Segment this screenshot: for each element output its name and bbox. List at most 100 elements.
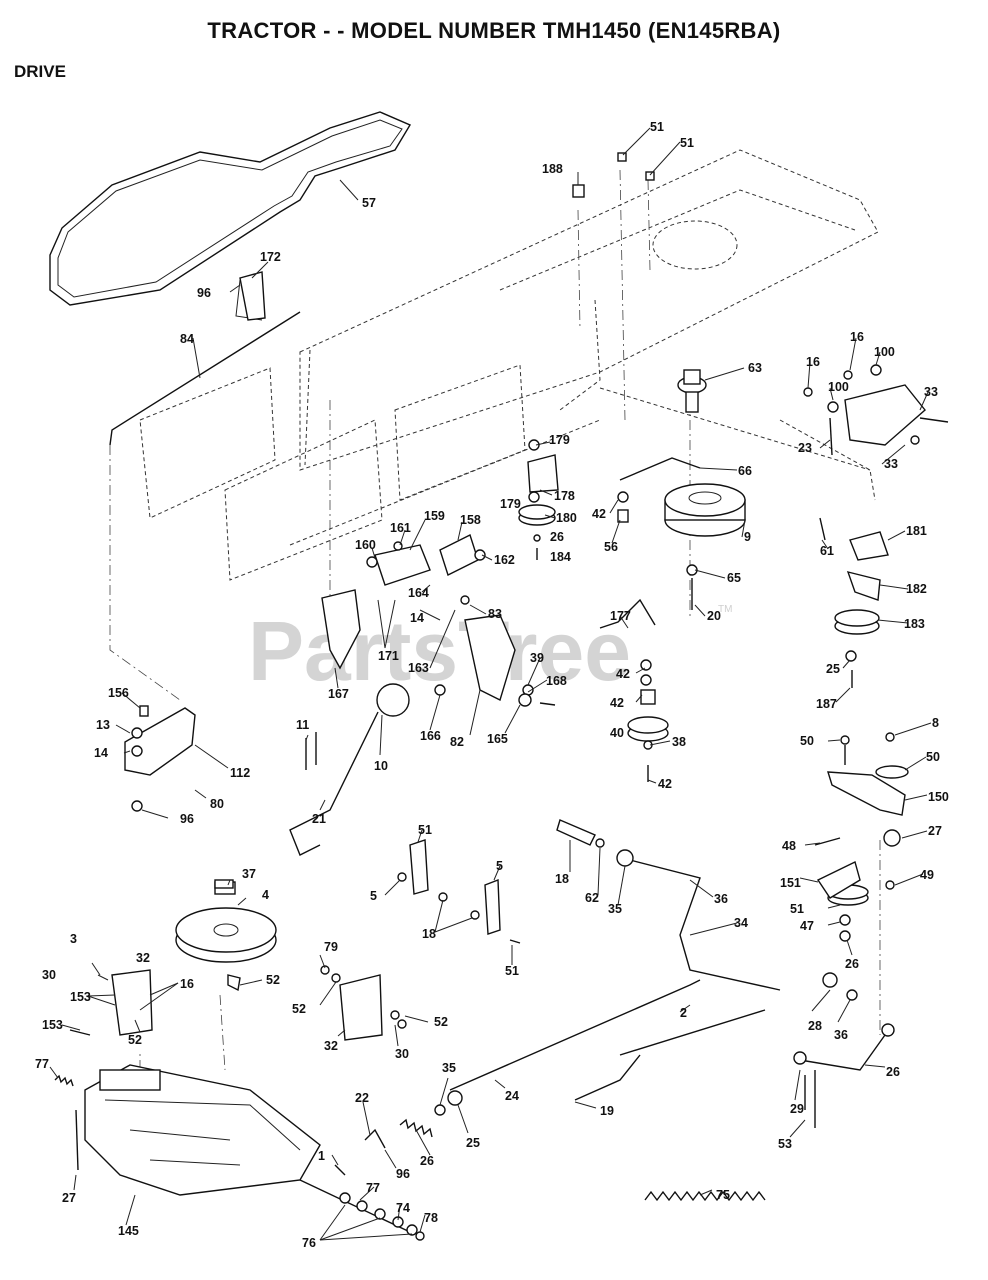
bracket-5a [409, 839, 429, 895]
callout-label: 21 [312, 812, 326, 826]
callout-label: 158 [460, 513, 481, 527]
callout-label: 19 [600, 1104, 614, 1118]
watermark-text: PartsTree [248, 604, 631, 698]
callout-label: 42 [616, 667, 630, 681]
callout-label: 96 [180, 812, 194, 826]
callout-label: 40 [610, 726, 624, 740]
bracket-49 [816, 861, 861, 899]
callout-label: 165 [487, 732, 508, 746]
transaxle [84, 1064, 321, 1196]
callout-label: 179 [500, 497, 521, 511]
callout-label: 150 [928, 790, 949, 804]
bracket-30b [339, 974, 383, 1041]
small-hardware [69, 152, 949, 1241]
callout-label: 47 [800, 919, 814, 933]
callout-label: 49 [920, 868, 934, 882]
callout-label: 112 [230, 766, 250, 780]
callout-label: 168 [546, 674, 567, 688]
spring-2 [54, 1074, 74, 1087]
bracket-100 [844, 384, 926, 446]
callout-label: 57 [362, 196, 376, 210]
callout-label: 25 [826, 662, 840, 676]
callout-label: 100 [874, 345, 895, 359]
callout-label: 179 [549, 433, 570, 447]
idler-pulley-180 [518, 504, 556, 526]
bracket-167 [321, 589, 361, 670]
callout-label: 52 [434, 1015, 448, 1029]
callout-label: 20 [707, 609, 721, 623]
callout-label: 160 [355, 538, 376, 552]
callout-label: 164 [408, 586, 429, 600]
pulley-63 [677, 369, 707, 413]
tractor-frame [139, 149, 879, 581]
bracket-5b [484, 878, 501, 935]
callout-label: 80 [210, 797, 224, 811]
idler-arm-48 [827, 771, 906, 816]
bracket-158 [439, 534, 479, 576]
callout-label: 32 [324, 1039, 338, 1053]
callout-label: 30 [395, 1047, 409, 1061]
idler-pulley-183 [834, 609, 880, 635]
callout-label: 26 [886, 1065, 900, 1079]
callout-label: 13 [96, 718, 110, 732]
electric-clutch [664, 483, 746, 537]
callout-label: 82 [450, 735, 464, 749]
callout-label: 51 [680, 136, 694, 150]
axle-rod [299, 1179, 411, 1233]
callout-label: 27 [928, 824, 942, 838]
callout-label: 26 [550, 530, 564, 544]
callout-label: 53 [778, 1137, 792, 1151]
section-heading: DRIVE [14, 62, 66, 81]
callout-label: 36 [714, 892, 728, 906]
callout-label: 162 [494, 553, 515, 567]
callout-label: 52 [292, 1002, 306, 1016]
bracket-165 [464, 614, 516, 701]
transmission-pulley [175, 881, 277, 963]
callout-label: 42 [610, 696, 624, 710]
callout-label: 37 [242, 867, 256, 881]
lift-rod [109, 311, 301, 446]
callout-label: 75 [716, 1188, 730, 1202]
shift-lever [289, 683, 410, 856]
callout-label: 8 [932, 716, 939, 730]
callout-label: 76 [302, 1236, 316, 1250]
idler-pulley-38 [627, 689, 669, 742]
callout-label: 184 [550, 550, 571, 564]
watermark-tm: TM [718, 604, 732, 615]
bracket-172 [239, 271, 266, 321]
bracket-66 [619, 457, 701, 481]
callout-label: 42 [658, 777, 672, 791]
drive-rod-22 [449, 979, 701, 1091]
callout-label: 50 [800, 734, 814, 748]
axle-62 [556, 819, 596, 846]
callout-label: 2 [680, 1006, 687, 1020]
callout-label: 183 [904, 617, 925, 631]
callout-label: 42 [592, 507, 606, 521]
callout-label: 29 [790, 1102, 804, 1116]
callout-label: 151 [780, 876, 801, 890]
callout-label: 25 [466, 1136, 480, 1150]
callout-label: 33 [924, 385, 938, 399]
callout-label: 5 [370, 889, 377, 903]
callout-label: 153 [70, 990, 91, 1004]
rod-53 [799, 1034, 886, 1071]
callout-label: 159 [424, 509, 445, 523]
callout-label: 10 [374, 759, 388, 773]
callout-label: 56 [604, 540, 618, 554]
callout-label: 51 [418, 823, 432, 837]
callout-label: 32 [136, 951, 150, 965]
callout-label: 33 [884, 457, 898, 471]
callout-label: 36 [834, 1028, 848, 1042]
callout-label: 62 [585, 891, 599, 905]
callout-label: 35 [608, 902, 622, 916]
callout-label: 28 [808, 1019, 822, 1033]
callout-label: 26 [845, 957, 859, 971]
bracket-80 [124, 707, 196, 776]
callout-label: 66 [738, 464, 752, 478]
callout-label: 188 [542, 162, 563, 176]
callout-label: 3 [70, 932, 77, 946]
callout-label: 35 [442, 1061, 456, 1075]
callout-label: 14 [410, 611, 424, 625]
callout-label: 5 [496, 859, 503, 873]
